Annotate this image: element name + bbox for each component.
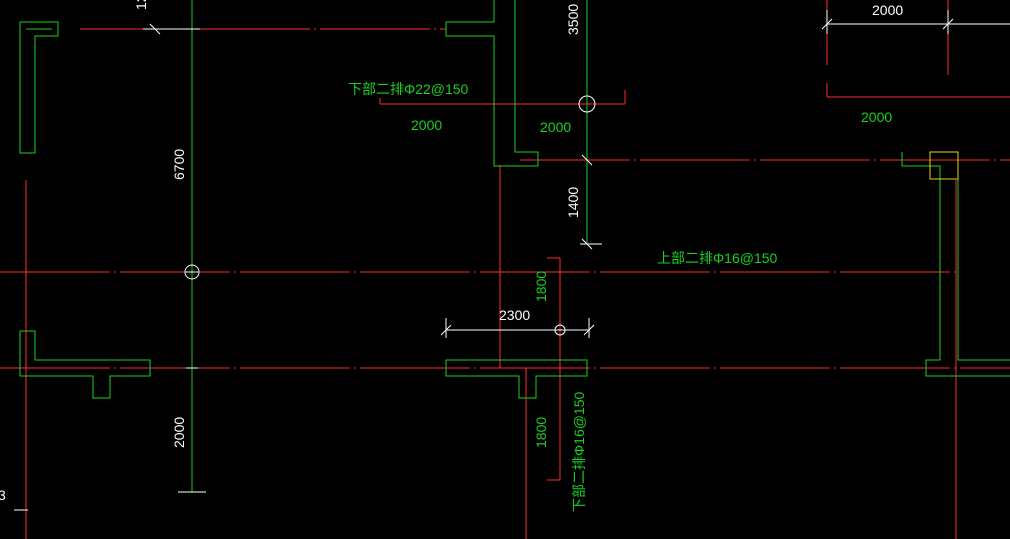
wall-outlines (19, 0, 1010, 399)
dimension-lines (14, 0, 1010, 511)
marker-circle (578, 95, 596, 113)
dim-label-1400: 1400 (565, 187, 581, 218)
wall-bottom-center (445, 359, 588, 399)
dim-label-1800-lower: 1800 (533, 417, 549, 448)
dim-label-2000-c: 2000 (861, 109, 892, 125)
wall-top-left (19, 21, 59, 154)
column-highlight (929, 151, 959, 180)
wall-right (901, 152, 1010, 377)
dim-label-6700: 6700 (171, 149, 187, 180)
dim-label-2000-b: 2000 (540, 119, 571, 135)
rebar-label-bottom-22: 下部二排Φ22@150 (348, 81, 469, 97)
dim-label-2000-a: 2000 (411, 117, 442, 133)
reference-markers (184, 95, 596, 336)
labels: 3500 6700 2000 1400 1800 2300 1800 2000 … (0, 0, 903, 512)
dim-label-2000-top-right: 2000 (872, 2, 903, 18)
dim-label-2300: 2300 (499, 307, 530, 323)
rebar-label-top-16: 上部二排Φ16@150 (657, 250, 778, 266)
dim-label-2000-left: 2000 (171, 417, 187, 448)
dim-label-3500: 3500 (565, 4, 581, 35)
wall-bottom-left (19, 330, 151, 399)
dim-label-3: 3 (0, 487, 6, 503)
dim-label-12: 12 (133, 0, 149, 10)
marker-circle (184, 264, 200, 280)
rebar-label-bottom-16: 下部二排Φ16@150 (571, 391, 587, 512)
wall-top-center (446, 0, 495, 23)
dim-label-1800-upper: 1800 (533, 271, 549, 302)
marker-circle (554, 324, 566, 336)
